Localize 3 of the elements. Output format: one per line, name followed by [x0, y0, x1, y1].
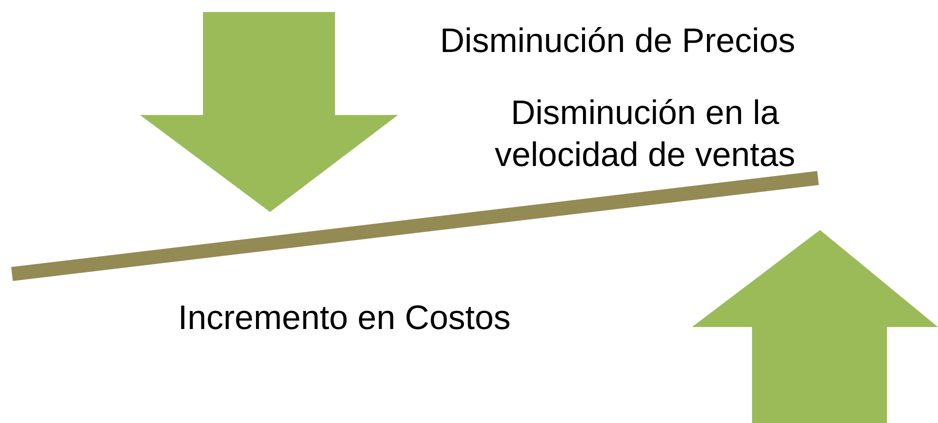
annotation-text: Disminución de Precios: [440, 21, 796, 62]
annotation-text: Incremento en Costos: [178, 298, 512, 339]
annotation-text: Disminución en la velocidad de ventas: [494, 93, 796, 176]
